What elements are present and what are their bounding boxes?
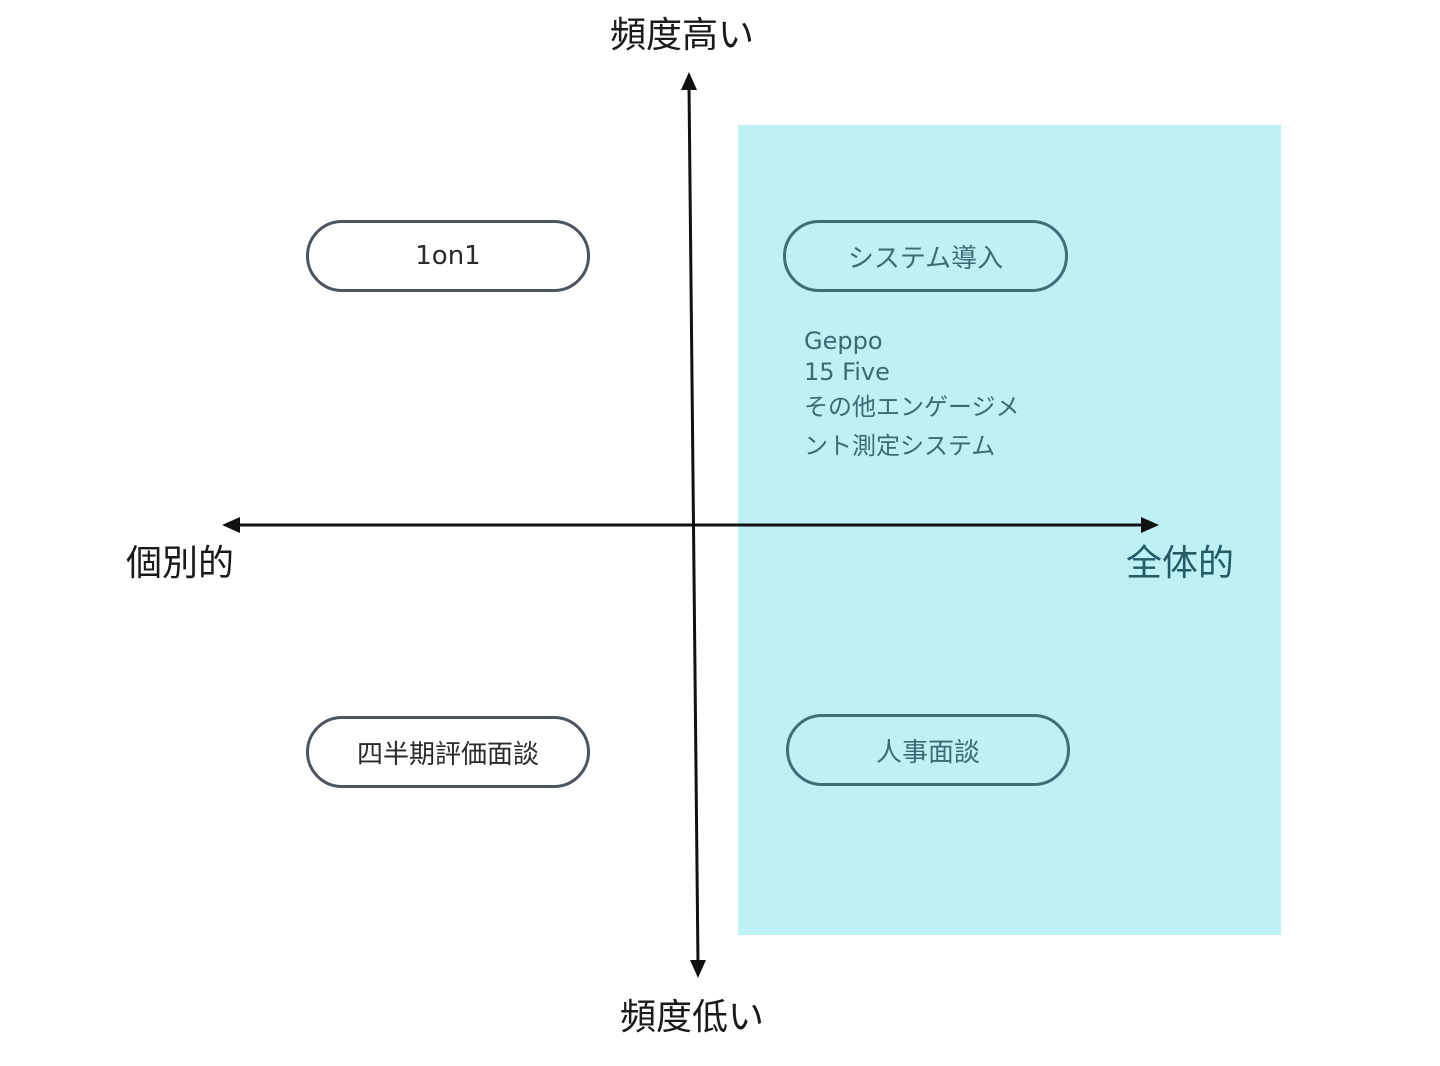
horizontal-axis-arrow-left (222, 517, 240, 533)
system-examples-note: Geppo 15 Five その他エンゲージメ ント測定システム (804, 326, 1054, 466)
vertical-axis-arrow-bottom (690, 960, 706, 978)
axis-label-right: 全体的 (1126, 543, 1235, 584)
item-quarterly-review: 四半期評価面談 (306, 716, 590, 788)
highlight-region (738, 125, 1281, 935)
axis-label-top: 頻度高い (610, 15, 755, 56)
note-line-15five: 15 Five (804, 358, 890, 386)
item-1on1: 1on1 (306, 220, 590, 292)
note-line-other-1: その他エンゲージメ (804, 393, 1020, 421)
note-line-other-2: ント測定システム (804, 432, 996, 460)
item-system-introduction: システム導入 (783, 220, 1068, 292)
axis-label-left: 個別的 (126, 543, 235, 584)
item-hr-interview: 人事面談 (786, 714, 1070, 786)
vertical-axis-arrow-top (681, 72, 697, 90)
note-line-geppo: Geppo (804, 327, 883, 355)
horizontal-axis-arrow-right (1141, 517, 1159, 533)
axis-label-bottom: 頻度低い (620, 997, 765, 1038)
